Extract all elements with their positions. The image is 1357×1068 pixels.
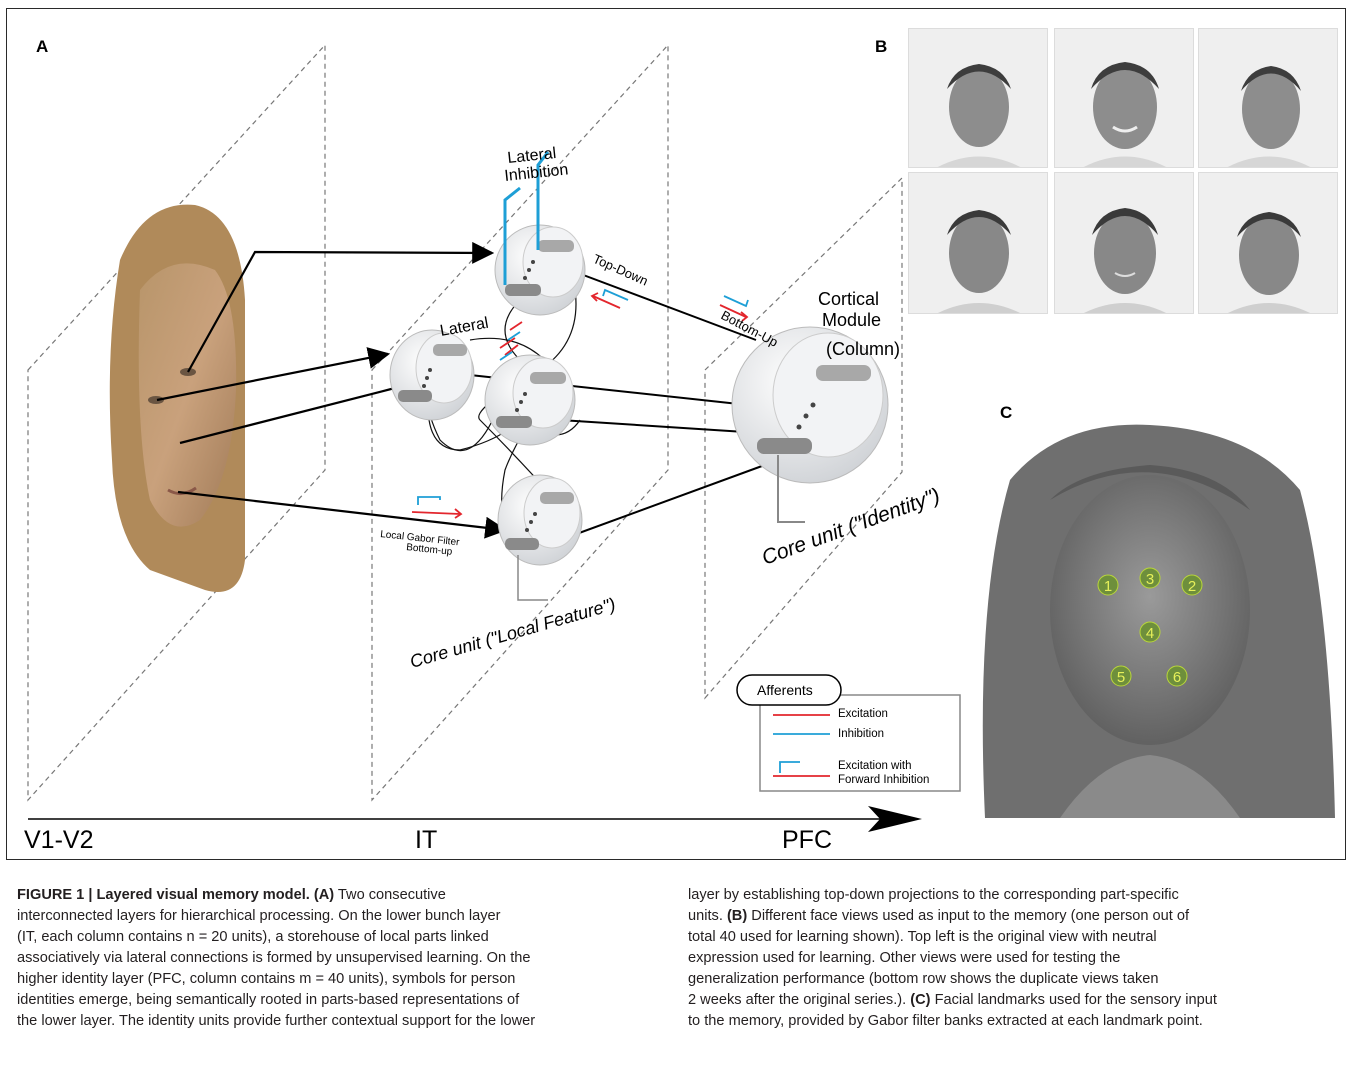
landmark-5: 5	[1111, 666, 1131, 686]
caption-text: 2 weeks after the original series.).	[688, 992, 906, 1008]
landmark-1: 1	[1098, 575, 1118, 595]
legend-excitation: Excitation	[838, 708, 888, 720]
caption-line: total 40 used for learning shown). Top l…	[688, 927, 1343, 948]
landmark-3: 3	[1140, 568, 1160, 588]
v1-face-image	[110, 205, 245, 592]
legend-inhibition: Inhibition	[838, 728, 884, 740]
caption-line: higher identity layer (PFC, column conta…	[17, 969, 657, 990]
caption-line: 2 weeks after the original series.). (C)…	[688, 990, 1343, 1011]
panel-a-label: A	[36, 37, 48, 56]
landmark-label-5: 5	[1117, 669, 1125, 686]
face-view-2	[1054, 28, 1194, 168]
caption-line: units. (B) Different face views used as …	[688, 906, 1343, 927]
landmark-2: 2	[1182, 575, 1202, 595]
panel-b-label: B	[875, 37, 887, 56]
caption-left-column: FIGURE 1 | Layered visual memory model. …	[17, 885, 657, 1032]
layer-v1-label: V1-V2	[24, 826, 93, 854]
landmark-4: 4	[1140, 622, 1160, 642]
cortical-module-label-1: Cortical	[818, 289, 879, 309]
hierarchy-axis: V1-V2 IT PFC	[24, 806, 922, 854]
caption-right-column: layer by establishing top-down projectio…	[688, 885, 1343, 1032]
face-view-1	[908, 28, 1048, 168]
caption-line: (IT, each column contains n = 20 units),…	[17, 927, 657, 948]
face-view-5	[1054, 172, 1194, 314]
caption-text: Two consecutive	[334, 887, 446, 903]
landmark-label-6: 6	[1173, 669, 1181, 686]
landmark-label-1: 1	[1104, 578, 1112, 595]
face-view-4	[908, 172, 1048, 314]
landmark-label-3: 3	[1146, 571, 1154, 588]
face-view-6	[1198, 172, 1338, 314]
it-column-top	[495, 225, 585, 315]
cortical-module-label-3: (Column)	[826, 339, 900, 359]
caption-panel-ref: (B)	[723, 908, 747, 924]
panel-c-label: C	[1000, 403, 1012, 422]
it-column-bottom	[498, 475, 582, 600]
cortical-module-label-2: Module	[822, 310, 881, 330]
caption-line: generalization performance (bottom row s…	[688, 969, 1343, 990]
caption-line: layer by establishing top-down projectio…	[688, 885, 1343, 906]
top-down-label: Top-Down	[591, 251, 651, 289]
core-unit-local-label: Core unit ("Local Feature")	[408, 594, 618, 672]
legend-forward-1: Excitation with	[838, 760, 912, 772]
landmark-face-image	[973, 420, 1335, 818]
caption-text: Different face views used as input to th…	[747, 908, 1189, 924]
caption-text: Facial landmarks used for the sensory in…	[931, 992, 1217, 1008]
legend: Afferents Excitation Inhibition Excitati…	[737, 675, 960, 791]
face-view-3	[1198, 28, 1338, 168]
caption-line: interconnected layers for hierarchical p…	[17, 906, 657, 927]
caption-line: to the memory, provided by Gabor filter …	[688, 1011, 1343, 1032]
caption-figure-title: FIGURE 1 | Layered visual memory model. …	[17, 887, 334, 903]
landmark-label-2: 2	[1188, 578, 1196, 595]
core-unit-identity-label: Core unit ("Identity")	[759, 484, 943, 570]
landmark-6: 6	[1167, 666, 1187, 686]
caption-line: FIGURE 1 | Layered visual memory model. …	[17, 885, 657, 906]
layer-pfc-label: PFC	[782, 826, 832, 854]
legend-title: Afferents	[757, 682, 813, 698]
caption-panel-ref: (C)	[906, 992, 930, 1008]
it-column-middle	[485, 355, 575, 445]
caption-line: identities emerge, being semantically ro…	[17, 990, 657, 1011]
it-column-left	[390, 330, 474, 420]
landmark-label-4: 4	[1146, 625, 1154, 642]
caption-line: the lower layer. The identity units prov…	[17, 1011, 657, 1032]
caption-line: associatively via lateral connections is…	[17, 948, 657, 969]
lateral-label: Lateral	[439, 315, 490, 340]
caption-text: units.	[688, 908, 723, 924]
layer-it-label: IT	[415, 826, 437, 854]
caption-line: expression used for learning. Other view…	[688, 948, 1343, 969]
legend-forward-2: Forward Inhibition	[838, 774, 929, 786]
